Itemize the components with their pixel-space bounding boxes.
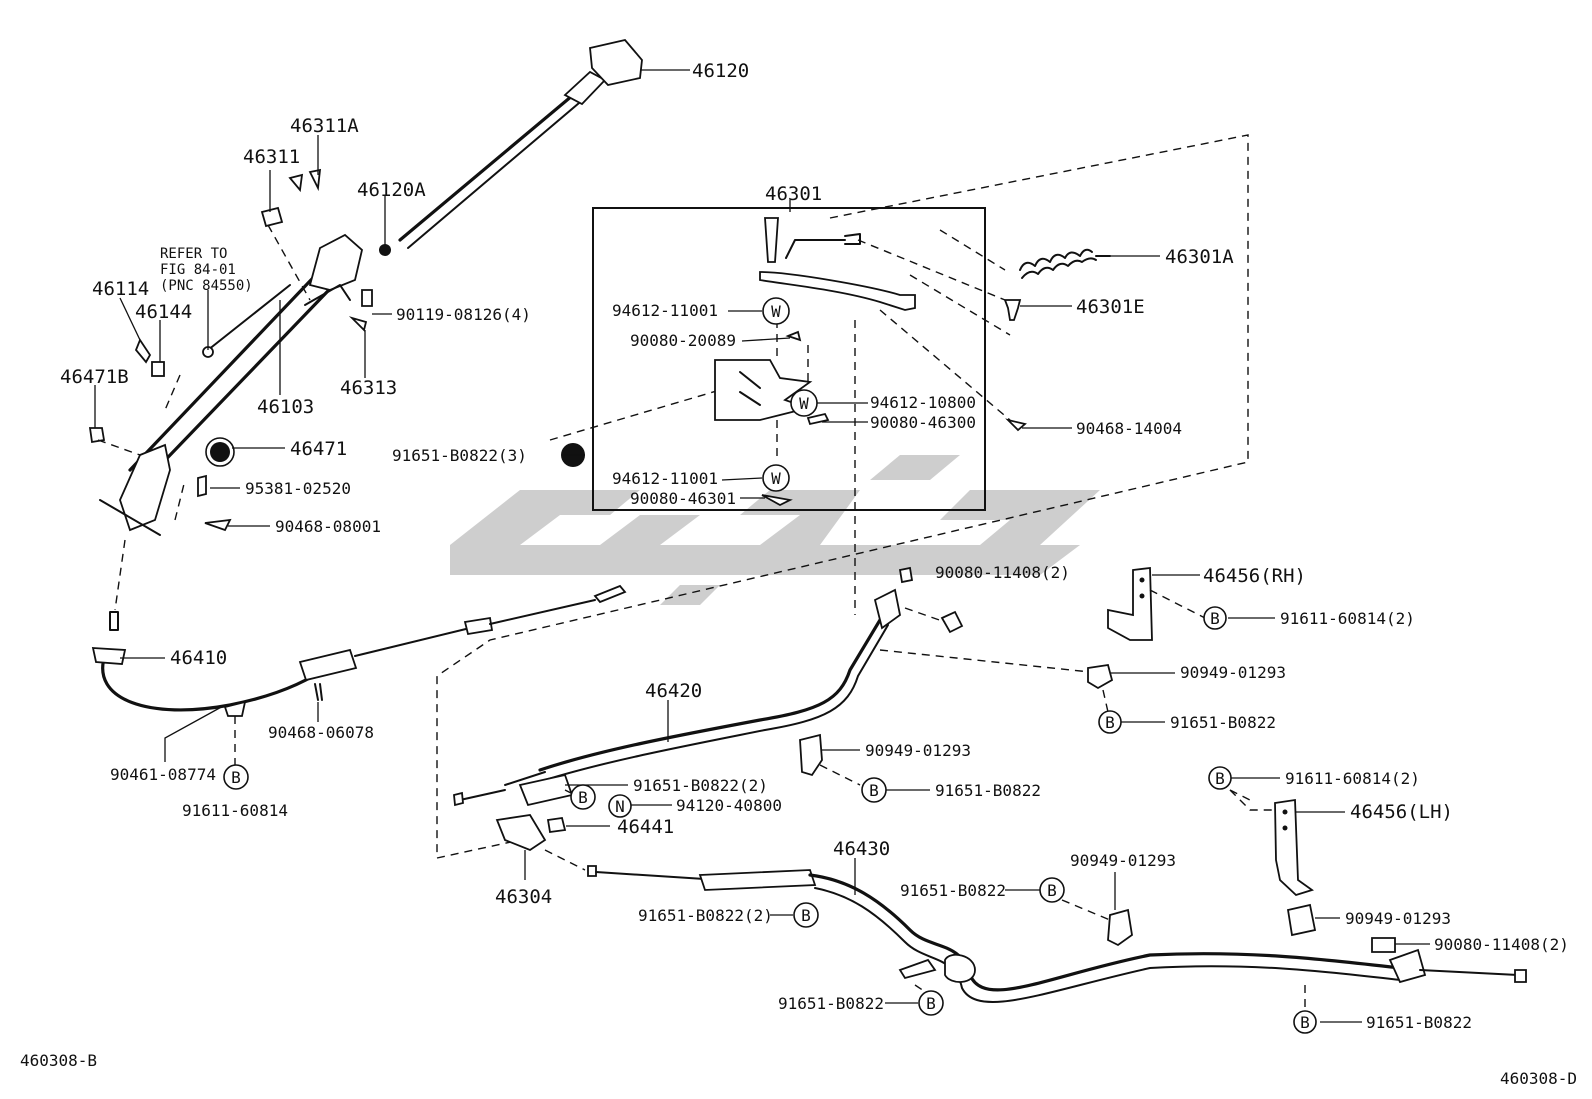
symbol-b-1 — [1203, 606, 1227, 630]
label-90949-b: 90949-01293 — [865, 741, 971, 760]
label-91611-2a: 91611-60814(2) — [1280, 609, 1415, 628]
label-46430: 46430 — [833, 838, 890, 860]
label-91651-c: 91651-B0822 — [900, 881, 1006, 900]
symbol-b-10-text: B — [1300, 1013, 1310, 1032]
label-46410: 46410 — [170, 647, 227, 669]
code-right: 460308-D — [1500, 1069, 1577, 1088]
label-90119: 90119-08126(4) — [396, 305, 531, 324]
label-46313: 46313 — [340, 377, 397, 399]
label-94612-a: 94612-11001 — [612, 301, 718, 320]
label-90468-06078: 90468-06078 — [268, 723, 374, 742]
code-left: 460308-B — [20, 1051, 97, 1070]
symbol-b-9 — [918, 990, 944, 1016]
symbol-b-3-text: B — [1215, 769, 1225, 788]
brackets — [1087, 566, 1430, 945]
label-46311: 46311 — [243, 146, 300, 168]
label-46471b: 46471B — [60, 366, 129, 388]
equalizer-cable — [453, 566, 1091, 880]
label-91651-2b: 91651-B0822(2) — [638, 906, 773, 925]
label-90468-14004: 90468-14004 — [1076, 419, 1182, 438]
symbol-b-8-text: B — [801, 906, 811, 925]
symbol-b-2-text: B — [1105, 713, 1115, 732]
symbol-w-2 — [790, 389, 818, 417]
label-46441: 46441 — [617, 816, 674, 838]
label-94612-10800: 94612-10800 — [870, 393, 976, 412]
label-91651-b: 91651-B0822 — [935, 781, 1041, 800]
label-91651-2a: 91651-B0822(2) — [633, 776, 768, 795]
label-46420: 46420 — [645, 680, 702, 702]
rear-cable — [587, 858, 1527, 1010]
inset-components — [561, 217, 1027, 615]
label-46120: 46120 — [692, 60, 749, 82]
front-cable — [91, 539, 627, 765]
symbol-b-4 — [223, 764, 249, 790]
label-46144: 46144 — [135, 301, 192, 323]
symbol-w-3 — [762, 464, 790, 492]
label-90949-a: 90949-01293 — [1180, 663, 1286, 682]
label-90461: 90461-08774 — [110, 765, 216, 784]
symbol-b-3 — [1208, 766, 1232, 790]
label-refer-3: (PNC 84550) — [160, 278, 253, 294]
label-91611-2b: 91611-60814(2) — [1285, 769, 1420, 788]
symbol-b-5 — [570, 784, 596, 810]
label-46311a: 46311A — [290, 115, 359, 137]
label-46103: 46103 — [257, 396, 314, 418]
symbol-b-7-text: B — [1047, 881, 1057, 900]
leaders — [94, 135, 1362, 1023]
symbol-b-10 — [1293, 1010, 1317, 1034]
assembly-outline — [436, 134, 1249, 859]
label-refer-1: REFER TO — [160, 246, 227, 262]
symbol-w-2-text: W — [799, 394, 809, 413]
label-91651-3: 91651-B0822(3) — [392, 446, 527, 465]
label-90080-11408-b: 90080-11408(2) — [1434, 935, 1569, 954]
label-46456-rh: 46456(RH) — [1203, 565, 1306, 587]
symbol-w-3-text: W — [771, 469, 781, 488]
label-91651-a: 91651-B0822 — [1170, 713, 1276, 732]
label-90468-08001: 90468-08001 — [275, 517, 381, 536]
label-91651-e: 91651-B0822 — [1366, 1013, 1472, 1032]
label-46301a: 46301A — [1165, 246, 1234, 268]
label-91651-d: 91651-B0822 — [778, 994, 884, 1013]
symbol-b-8 — [793, 902, 819, 928]
label-90949-d: 90949-01293 — [1345, 909, 1451, 928]
label-90080-46301: 90080-46301 — [630, 489, 736, 508]
symbol-circles: W W W B B B B B B N B B B B — [223, 297, 1317, 1034]
label-46120a: 46120A — [357, 179, 426, 201]
symbol-n-1 — [608, 794, 632, 818]
label-refer-2: FIG 84-01 — [160, 262, 236, 278]
return-spring — [1003, 248, 1111, 321]
label-95381: 95381-02520 — [245, 479, 351, 498]
label-90949-c: 90949-01293 — [1070, 851, 1176, 870]
symbol-b-4-text: B — [231, 768, 241, 787]
label-90080-11408-a: 90080-11408(2) — [935, 563, 1070, 582]
symbol-b-6 — [861, 777, 887, 803]
label-46301: 46301 — [765, 183, 822, 205]
symbol-b-7 — [1039, 877, 1065, 903]
label-90080-20089: 90080-20089 — [630, 331, 736, 350]
label-46471: 46471 — [290, 438, 347, 460]
part-labels: 46120 46311A 46311 46120A 46301 46301A 4… — [20, 60, 1577, 1088]
label-94612-b: 94612-11001 — [612, 469, 718, 488]
symbol-b-5-text: B — [578, 788, 588, 807]
watermark-logo — [450, 455, 1100, 605]
symbol-w-1 — [762, 297, 790, 325]
symbol-w-1-text: W — [771, 302, 781, 321]
label-46456-lh: 46456(LH) — [1350, 801, 1453, 823]
lever-assembly — [88, 168, 391, 536]
parking-brake-handle — [398, 39, 690, 249]
lever-inset-box — [592, 207, 986, 511]
symbol-b-1-text: B — [1210, 609, 1220, 628]
label-46301e: 46301E — [1076, 296, 1145, 318]
label-46114: 46114 — [92, 278, 149, 300]
label-46304: 46304 — [495, 886, 552, 908]
symbol-n-1-text: N — [615, 797, 625, 816]
label-94120: 94120-40800 — [676, 796, 782, 815]
symbol-b-2 — [1098, 710, 1122, 734]
label-91611: 91611-60814 — [182, 801, 288, 820]
symbol-b-6-text: B — [869, 781, 879, 800]
label-90080-46300: 90080-46300 — [870, 413, 976, 432]
symbol-b-9-text: B — [926, 994, 936, 1013]
